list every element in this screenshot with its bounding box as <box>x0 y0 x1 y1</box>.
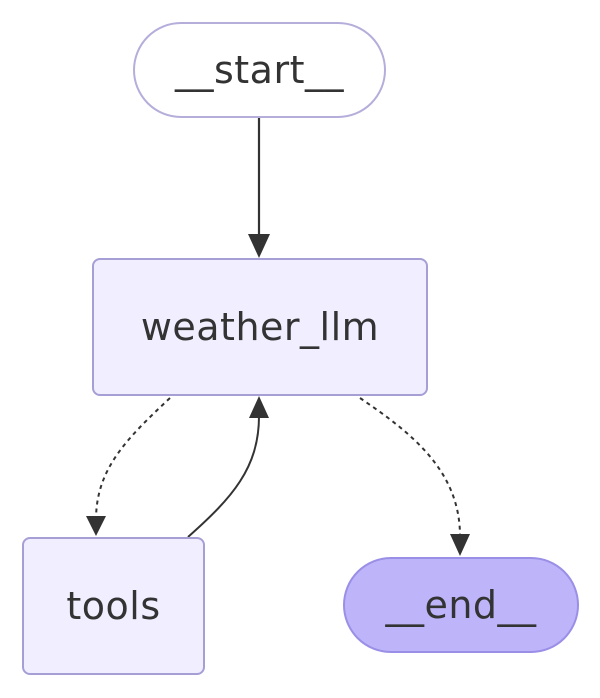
end-node[interactable]: __end__ <box>343 557 579 653</box>
edge-weather-llm-to-tools <box>86 397 171 536</box>
start-node-label: __start__ <box>174 48 344 92</box>
edge-tools-to-weather-llm <box>187 396 269 538</box>
weather-llm-node[interactable]: weather_llm <box>92 258 428 396</box>
tools-node[interactable]: tools <box>22 537 205 675</box>
edge-weather-llm-to-end <box>359 397 470 556</box>
tools-node-label: tools <box>66 584 161 628</box>
start-node[interactable]: __start__ <box>133 22 386 118</box>
edge-start-to-weather-llm <box>248 118 270 258</box>
end-node-label: __end__ <box>385 583 537 627</box>
weather-llm-node-label: weather_llm <box>140 305 380 349</box>
